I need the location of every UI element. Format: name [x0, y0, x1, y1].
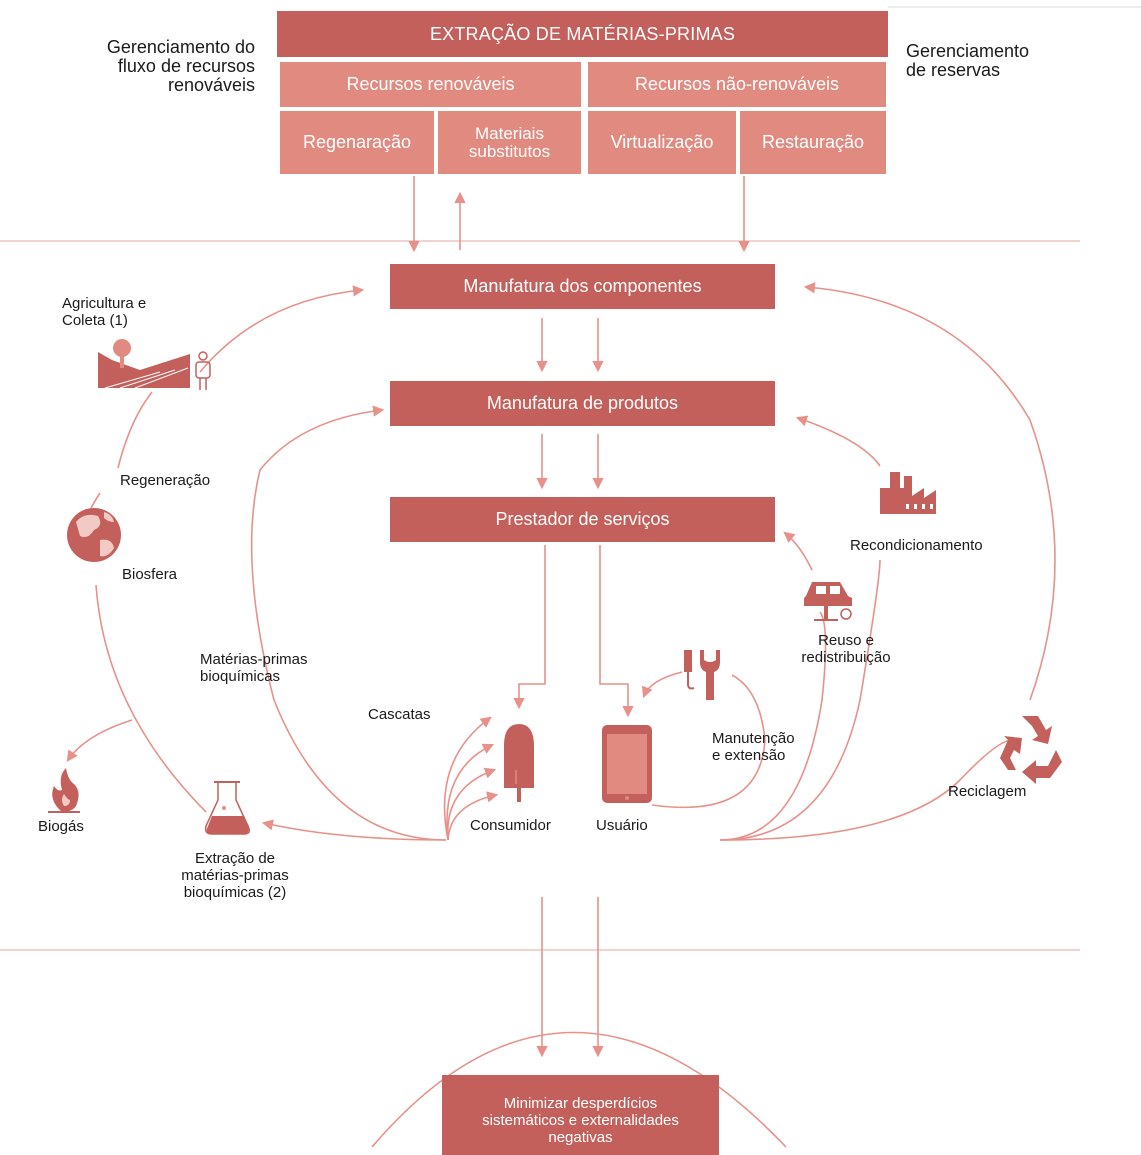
- cascade-4: [447, 791, 499, 841]
- globe-icon: [67, 508, 121, 562]
- loop-biosphere-flask: [95, 584, 207, 813]
- label-biochemical-feedstock: Matérias-primas bioquímicas: [200, 651, 308, 685]
- label-refurbishment: Recondicionamento: [850, 537, 983, 554]
- popsicle-icon: [504, 724, 534, 802]
- flask-icon: [204, 781, 251, 835]
- tools-icon: [684, 650, 720, 700]
- arrow-flask-biogas: [66, 719, 133, 762]
- renewables-box: Recursos renováveis: [280, 62, 581, 107]
- reserves-management-note: Gerenciamento de reservas: [906, 41, 1030, 80]
- farm-icon: [98, 339, 190, 389]
- substitutes-box: Materiais substitutos: [438, 111, 581, 174]
- label-biosphere: Biosfera: [122, 566, 178, 583]
- car-icon: [804, 582, 852, 621]
- arrow-refurbishment: [719, 559, 881, 841]
- label-recycling: Reciclagem: [948, 783, 1027, 800]
- label-biogas: Biogás: [38, 818, 84, 835]
- person-icon: [195, 351, 211, 390]
- non-renewables-box: Recursos não-renováveis: [588, 62, 886, 107]
- restoration-box: Restauração: [740, 111, 886, 174]
- arrow-reuse: [719, 611, 827, 841]
- arrow-consumer-flask: [261, 819, 447, 841]
- product-manufacturing-box: Manufatura de produtos: [390, 381, 775, 426]
- arrow-maintenance-user: [641, 671, 683, 699]
- component-manufacturing-box: Manufatura dos componentes: [390, 264, 775, 309]
- arrow-refurbishment-products: [795, 415, 881, 467]
- label-biochemical-extraction: Extração de matérias-primas bioquímicas …: [181, 850, 289, 901]
- cascade-1: [443, 716, 492, 841]
- arrow-agriculture-components: [199, 285, 365, 373]
- label-cascades: Cascatas: [368, 706, 431, 723]
- label-regeneration: Regeneração: [120, 472, 211, 489]
- loop-agriculture-regeneration: [117, 391, 153, 469]
- label-maintenance: Manutenção e extensão: [712, 730, 795, 764]
- flame-icon: [48, 768, 80, 813]
- cascade-2: [446, 743, 495, 841]
- virtualization-box: Virtualização: [588, 111, 736, 174]
- cascade-3: [446, 767, 497, 841]
- regeneration-box: Regenaração: [280, 111, 434, 174]
- arrow-recycling-components: [803, 282, 1056, 701]
- service-provider-box: Prestador de serviços: [390, 497, 775, 542]
- arrow-recycling: [719, 739, 1013, 841]
- factory-icon: [880, 472, 936, 514]
- arrow-reuse-services: [783, 531, 813, 571]
- label-reuse: Reuso e redistribuição: [801, 632, 891, 666]
- label-agriculture: Agricultura e Coleta (1): [62, 295, 147, 329]
- raw-material-extraction-header: EXTRAÇÃO DE MATÉRIAS-PRIMAS: [277, 11, 888, 57]
- label-user: Usuário: [596, 817, 648, 834]
- recycle-icon: [1000, 716, 1062, 784]
- waste-dome-arc: [371, 1031, 787, 1148]
- arrow-biochemical-products: [250, 405, 447, 841]
- minimize-waste-box: Minimizar desperdícios sistemáticos e ex…: [442, 1075, 719, 1155]
- arrow-serv-consumer: [513, 545, 546, 710]
- renewable-flow-management-note: Gerenciamento do fluxo de recursos renov…: [106, 37, 255, 95]
- arrow-maintenance: [651, 674, 766, 809]
- label-consumer: Consumidor: [470, 817, 551, 834]
- arrow-serv-user: [599, 545, 634, 718]
- tablet-icon: [602, 725, 652, 803]
